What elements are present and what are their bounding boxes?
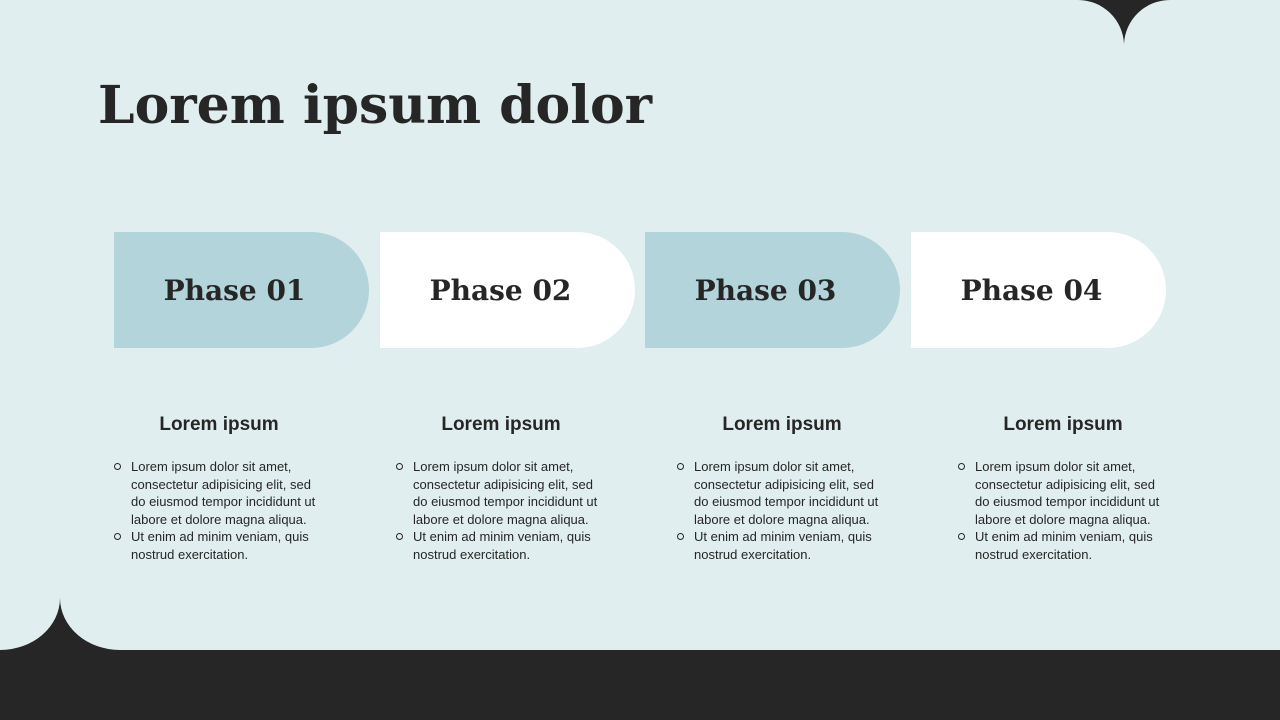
circle-bullet-icon <box>958 463 965 470</box>
list-item: Ut enim ad minim veniam, quis nostrud ex… <box>958 528 1168 563</box>
bullet-text: Lorem ipsum dolor sit amet, consectetur … <box>694 459 879 527</box>
circle-bullet-icon <box>396 463 403 470</box>
circle-bullet-icon <box>958 533 965 540</box>
bullet-text: Lorem ipsum dolor sit amet, consectetur … <box>975 459 1160 527</box>
phase-03-pill: Phase 03 <box>645 232 900 348</box>
phase-02-pill: Phase 02 <box>380 232 635 348</box>
bullet-text: Ut enim ad minim veniam, quis nostrud ex… <box>413 529 591 562</box>
phase-02-label: Phase 02 <box>429 273 572 307</box>
list-item: Lorem ipsum dolor sit amet, consectetur … <box>396 458 606 528</box>
bullet-text: Lorem ipsum dolor sit amet, consectetur … <box>413 459 598 527</box>
list-item: Lorem ipsum dolor sit amet, consectetur … <box>677 458 887 528</box>
page-title: Lorem ipsum dolor <box>98 75 653 136</box>
list-item: Ut enim ad minim veniam, quis nostrud ex… <box>396 528 606 563</box>
column-heading: Lorem ipsum <box>722 414 842 435</box>
phase-04-label: Phase 04 <box>960 273 1103 307</box>
bullet-text: Ut enim ad minim veniam, quis nostrud ex… <box>131 529 309 562</box>
bottom-band <box>0 598 1280 720</box>
circle-bullet-icon <box>677 533 684 540</box>
bullet-list: Lorem ipsum dolor sit amet, consectetur … <box>677 458 887 563</box>
column-heading: Lorem ipsum <box>1003 414 1123 435</box>
phase-02-details: Lorem ipsum Lorem ipsum dolor sit amet, … <box>396 412 606 563</box>
list-item: Lorem ipsum dolor sit amet, consectetur … <box>958 458 1168 528</box>
column-heading: Lorem ipsum <box>159 414 279 435</box>
column-heading: Lorem ipsum <box>441 414 561 435</box>
bullet-text: Ut enim ad minim veniam, quis nostrud ex… <box>694 529 872 562</box>
bullet-list: Lorem ipsum dolor sit amet, consectetur … <box>958 458 1168 563</box>
circle-bullet-icon <box>114 533 121 540</box>
phase-04-details: Lorem ipsum Lorem ipsum dolor sit amet, … <box>958 412 1168 563</box>
phase-01-pill: Phase 01 <box>114 232 369 348</box>
phase-01-details: Lorem ipsum Lorem ipsum dolor sit amet, … <box>114 412 324 563</box>
phase-01-label: Phase 01 <box>163 273 306 307</box>
circle-bullet-icon <box>677 463 684 470</box>
bullet-text: Ut enim ad minim veniam, quis nostrud ex… <box>975 529 1153 562</box>
phase-03-details: Lorem ipsum Lorem ipsum dolor sit amet, … <box>677 412 887 563</box>
phase-03-label: Phase 03 <box>694 273 837 307</box>
list-item: Ut enim ad minim veniam, quis nostrud ex… <box>114 528 324 563</box>
list-item: Lorem ipsum dolor sit amet, consectetur … <box>114 458 324 528</box>
circle-bullet-icon <box>114 463 121 470</box>
top-right-scallop <box>1078 0 1170 44</box>
bullet-list: Lorem ipsum dolor sit amet, consectetur … <box>114 458 324 563</box>
bullet-list: Lorem ipsum dolor sit amet, consectetur … <box>396 458 606 563</box>
list-item: Ut enim ad minim veniam, quis nostrud ex… <box>677 528 887 563</box>
phase-04-pill: Phase 04 <box>911 232 1166 348</box>
circle-bullet-icon <box>396 533 403 540</box>
bullet-text: Lorem ipsum dolor sit amet, consectetur … <box>131 459 316 527</box>
